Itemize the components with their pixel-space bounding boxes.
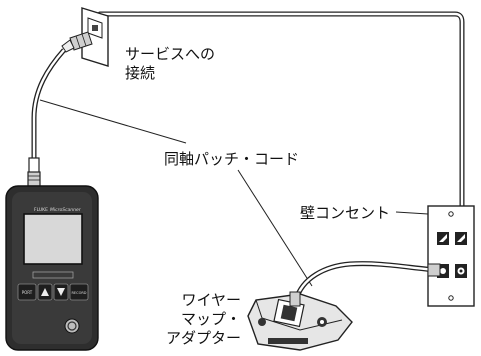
service-connection-line-2: 接続 bbox=[125, 64, 156, 82]
wall-outlet bbox=[427, 205, 475, 307]
tester-model-text: MicroScanner bbox=[50, 207, 82, 213]
wall-outlet-label: 壁コンセント bbox=[300, 204, 391, 222]
tester-device bbox=[5, 185, 99, 351]
wiremap-adapter-label: ワイヤー マップ・ アダプター bbox=[166, 291, 241, 348]
coax-label-leaders bbox=[39, 99, 313, 287]
service-connection-label: サービスへの 接続 bbox=[125, 45, 215, 83]
patch-cord-to-tester bbox=[27, 48, 66, 187]
coax-patch-cord-label: 同軸パッチ・コード bbox=[164, 150, 300, 168]
port-key-label: PORT bbox=[22, 290, 33, 295]
service-connector bbox=[61, 31, 93, 53]
port-key bbox=[17, 283, 37, 301]
wiremap-adapter-line-3: アダプター bbox=[166, 329, 242, 347]
wiremap-adapter bbox=[247, 291, 353, 351]
wiremap-adapter-line-1: ワイヤー bbox=[181, 291, 242, 309]
wiremap-adapter-line-2: マップ・ bbox=[181, 310, 242, 328]
record-key bbox=[69, 283, 89, 301]
record-key-label: RECORD bbox=[72, 291, 87, 295]
tester-brand-text: FLUKE bbox=[34, 207, 48, 213]
wall-label-leader bbox=[395, 211, 429, 215]
service-connection-line-1: サービスへの bbox=[125, 45, 216, 63]
coax-cable-outlet-to-adapter bbox=[293, 261, 441, 301]
